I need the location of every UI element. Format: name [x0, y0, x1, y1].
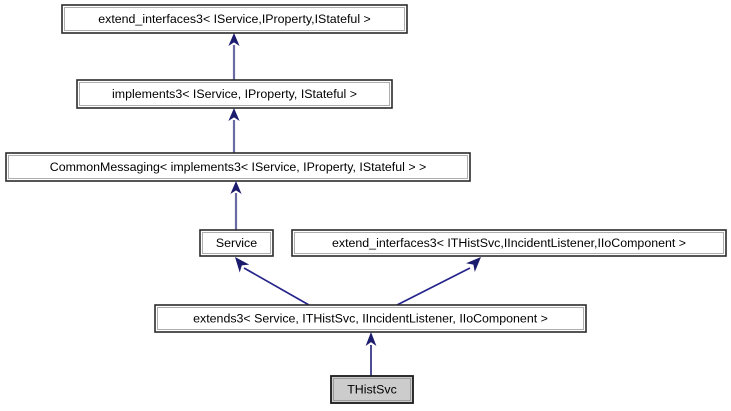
- class-node-service[interactable]: Service: [199, 229, 274, 257]
- class-node-inner-border: [79, 82, 390, 106]
- class-node-label: extend_interfaces3< IService,IProperty,I…: [98, 12, 371, 26]
- class-node-thistsvc[interactable]: THistSvc: [330, 375, 414, 404]
- class-node-inner-border: [294, 232, 724, 254]
- class-node-inner-border: [202, 232, 271, 254]
- nodes-layer: extend_interfaces3< IService,IProperty,I…: [5, 4, 727, 404]
- class-node-box[interactable]: [76, 79, 393, 109]
- class-node-extend_interfaces3_thistsvc[interactable]: extend_interfaces3< ITHistSvc,IIncidentL…: [291, 229, 727, 257]
- class-node-label: extend_interfaces3< ITHistSvc,IIncidentL…: [332, 236, 686, 250]
- class-node-extends3[interactable]: extends3< Service, ITHistSvc, IIncidentL…: [154, 304, 587, 333]
- class-node-box[interactable]: [199, 229, 274, 257]
- edge-implements3-to-extend_interfaces3_service: [228, 33, 240, 80]
- edge-common_messaging-to-implements3: [228, 108, 240, 153]
- inheritance-arrowhead: [228, 33, 240, 46]
- class-node-box[interactable]: [5, 152, 471, 182]
- edge-extends3-to-extend_interfaces3_thistsvc: [396, 257, 481, 306]
- inheritance-arrowhead: [466, 257, 481, 272]
- class-node-extend_interfaces3_service[interactable]: extend_interfaces3< IService,IProperty,I…: [61, 4, 408, 34]
- class-node-inner-border: [64, 7, 405, 31]
- inheritance-arrowhead: [230, 181, 242, 194]
- edges-layer: [228, 33, 481, 376]
- class-node-label: extends3< Service, ITHistSvc, IIncidentL…: [193, 311, 548, 325]
- edge-line: [396, 267, 471, 306]
- class-node-inner-border: [157, 307, 584, 330]
- class-node-inner-border: [8, 155, 468, 179]
- class-node-label: THistSvc: [347, 382, 397, 396]
- class-node-implements3[interactable]: implements3< IService, IProperty, IState…: [76, 79, 393, 109]
- inheritance-arrowhead: [365, 332, 377, 346]
- class-node-box[interactable]: [61, 4, 408, 34]
- class-node-label: Service: [216, 236, 257, 250]
- inheritance-arrowhead: [235, 257, 250, 273]
- edge-extends3-to-service: [235, 257, 310, 306]
- class-node-box[interactable]: [154, 304, 587, 333]
- edge-line: [243, 267, 310, 306]
- class-node-box[interactable]: [330, 375, 414, 404]
- edge-service-to-common_messaging: [230, 181, 242, 230]
- class-node-common_messaging[interactable]: CommonMessaging< implements3< IService, …: [5, 152, 471, 182]
- class-node-inner-border: [333, 378, 411, 401]
- class-node-label: CommonMessaging< implements3< IService, …: [50, 160, 426, 174]
- inheritance-arrowhead: [228, 108, 240, 121]
- class-node-label: implements3< IService, IProperty, IState…: [112, 87, 357, 101]
- class-node-box[interactable]: [291, 229, 727, 257]
- edge-thistsvc-to-extends3: [365, 332, 377, 376]
